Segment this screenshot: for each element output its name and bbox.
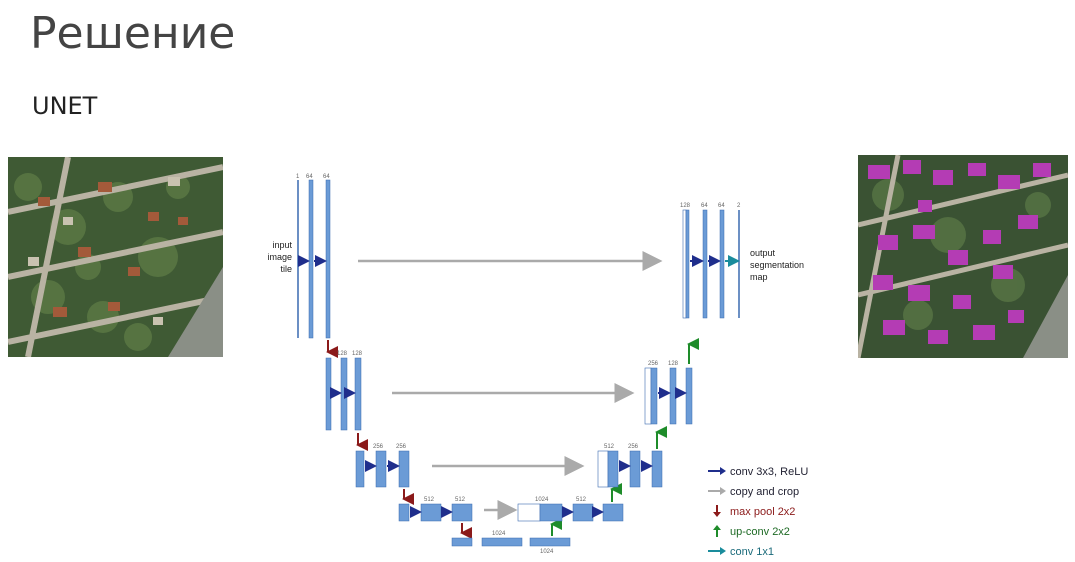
l3-ch-0: 256 — [373, 444, 384, 450]
input-satellite-image — [8, 157, 223, 357]
output-segmentation-image — [858, 155, 1068, 358]
encoder-level-1: 1 64 64 — [296, 174, 330, 339]
legend-label: max pool 2x2 — [730, 506, 796, 518]
l2-ch-1: 128 — [352, 351, 363, 357]
l4-ch-0: 512 — [424, 497, 435, 503]
encoder-level-3: 256 256 — [355, 444, 410, 488]
output-label-1: output — [750, 248, 776, 258]
decoder-level-1: 128 64 64 2 — [680, 203, 741, 319]
l2-ch-0: 128 — [337, 351, 348, 357]
legend-item-maxpool: max pool 2x2 — [708, 502, 808, 522]
arrow-down-icon — [708, 504, 730, 520]
legend-item-conv1x1: conv 1x1 — [708, 542, 808, 562]
l1-ch-1: 64 — [306, 174, 313, 180]
decoder-level-4: 1024 512 — [517, 497, 624, 522]
input-label-3: tile — [280, 264, 292, 274]
u1-ch-3: 2 — [737, 203, 741, 209]
input-label-2: image — [267, 252, 292, 262]
legend-label: copy and crop — [730, 486, 800, 498]
l4-ch-1: 512 — [455, 497, 466, 503]
u1-ch-2: 64 — [718, 203, 725, 209]
u2-ch-0: 256 — [648, 361, 659, 367]
l1-ch-0: 1 — [296, 174, 300, 180]
bottom-ch-1: 1024 — [540, 549, 554, 554]
arrow-right-icon — [708, 486, 730, 498]
legend-item-upconv: up-conv 2x2 — [708, 522, 808, 542]
legend: conv 3x3, ReLU copy and crop max pool 2x… — [708, 462, 808, 562]
output-label-2: segmentation — [750, 260, 804, 270]
legend-label: conv 3x3, ReLU — [730, 466, 809, 478]
decoder-level-3: 512 256 — [597, 444, 663, 488]
u3-ch-0: 512 — [604, 444, 615, 450]
legend-label: conv 1x1 — [730, 546, 775, 558]
bottleneck: 1024 1024 — [451, 531, 571, 554]
u1-ch-0: 128 — [680, 203, 691, 209]
u1-ch-1: 64 — [701, 203, 708, 209]
decoder-level-2: 256 128 — [644, 361, 693, 425]
arrow-up-icon — [708, 524, 730, 540]
arrow-right-icon — [708, 546, 730, 558]
u3-ch-1: 256 — [628, 444, 639, 450]
encoder-level-4: 512 512 — [398, 497, 473, 522]
output-label-3: map — [750, 272, 768, 282]
u2-ch-1: 128 — [668, 361, 679, 367]
u4-ch-1: 512 — [576, 497, 587, 503]
arrow-right-icon — [708, 466, 730, 478]
legend-item-conv: conv 3x3, ReLU — [708, 462, 808, 482]
bottom-ch-0: 1024 — [492, 531, 506, 537]
u4-ch-0: 1024 — [535, 497, 549, 503]
slide-title: Решение — [30, 8, 236, 59]
l3-ch-1: 256 — [396, 444, 407, 450]
legend-item-copy: copy and crop — [708, 482, 808, 502]
legend-label: up-conv 2x2 — [730, 526, 790, 538]
encoder-level-2: 128 128 — [325, 351, 363, 431]
input-label-1: input — [272, 240, 292, 250]
l1-ch-2: 64 — [323, 174, 330, 180]
slide-subtitle: UNET — [32, 92, 98, 120]
